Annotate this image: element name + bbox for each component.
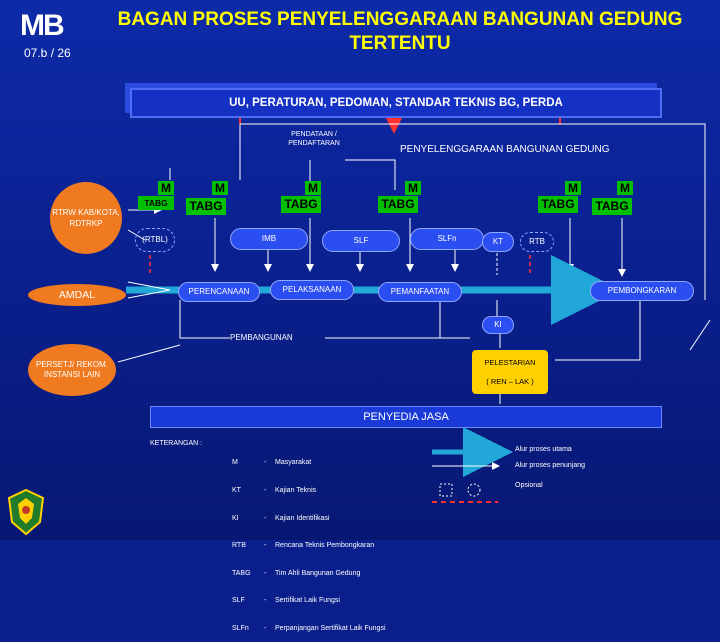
imb-node: IMB [230,228,308,250]
tabg-box: TABG [538,196,578,213]
legend-dash: - [264,597,267,605]
legend-support-flow: Alur proses penunjang [515,462,586,469]
penyedia-jasa-bar: PENYEDIA JASA [150,406,662,428]
pelestarian-box: PELESTARIAN ( REN – LAK ) [472,350,548,394]
legend-dash: - [264,569,267,577]
m-box: M [158,181,174,195]
m-box: M [305,181,321,195]
legend-abbr: KI [232,514,239,522]
legend-meaning: Perpanjangan Sertifikat Laik Fungsi [275,625,386,633]
legend-meaning: Kajian Teknis [275,487,317,495]
rtrw-circle: RTRW KAB/KOTA, RDTRKP [50,182,122,254]
ki-node: KI [482,316,514,334]
pelaksanaan-node: PELAKSANAAN [270,280,354,300]
legend-meanings: Masyarakat Kajian Teknis Kajian Identifi… [275,440,386,642]
tabg-box: TABG [186,198,226,215]
legend-abbr: KT [232,487,241,495]
slide-number: 07.b / 26 [24,46,71,60]
pemanfaatan-node: PEMANFAATAN [378,282,462,302]
tabg-box: TABG [592,198,632,215]
tabg-box: TABG [281,196,321,213]
pembangunan-label: PEMBANGUNAN [230,333,293,342]
legend-abbreviations: M KT KI RTB TABG SLF SLFn [232,440,251,642]
tabg-box: TABG [138,196,174,210]
legend-abbr: TABG [232,569,251,577]
legend-meaning: Masyarakat [275,459,312,467]
m-box: M [405,181,421,195]
persetj-label: PERSETJ/ REKOM. INSTANSI LAIN [35,359,108,380]
legend-abbr: M [232,459,238,467]
rtb-node: RTB [520,232,554,252]
legend-main-flow: Alur proses utama [515,446,572,453]
legend-dash: - [264,514,267,522]
pendataan-label: PENDATAAN / PENDAFTARAN [288,131,340,147]
legend-heading: KETERANGAN : [150,440,203,447]
legend-abbr: SLFn [232,625,249,633]
legend-abbr: RTB [232,542,246,550]
tabg-box: TABG [378,196,418,213]
perencanaan-node: PERENCANAAN [178,282,260,302]
legend-dash: - [264,542,267,550]
legend-meaning: Rencana Teknis Pembongkaran [275,542,375,550]
legend-dash: - [264,459,267,467]
page-title: BAGAN PROSES PENYELENGGARAAN BANGUNAN GE… [117,9,683,54]
rtrw-label: RTRW KAB/KOTA, RDTRKP [52,208,120,228]
pembongkaran-node: PEMBONGKARAN [590,281,694,301]
legend-dash: - [264,487,267,495]
law-box: UU, PERATURAN, PEDOMAN, STANDAR TEKNIS B… [130,88,662,118]
m-box: M [617,181,633,195]
slfn-node: SLFn [410,228,484,250]
amdal-node: AMDAL [28,284,126,306]
m-box: M [212,181,228,195]
legend-meaning: Sertifikat Laik Fungsi [275,597,340,605]
ren-lak-label: ( REN – LAK ) [486,377,534,386]
emblem-icon [7,488,45,536]
legend-dash: - [264,625,267,633]
m-box: M [565,181,581,195]
legend-abbr: SLF [232,597,245,605]
kt-node: KT [482,232,514,252]
legend-meaning: Kajian Identifikasi [275,514,330,522]
legend-meaning: Tim Ahli Bangunan Gedung [275,569,361,577]
slf-node: SLF [322,230,400,252]
penyelenggaraan-label: PENYELENGGARAAN BANGUNAN GEDUNG [400,144,610,155]
legend-optional: Opsional [515,482,543,489]
logo: MB [20,9,65,42]
persetj-node: PERSETJ/ REKOM. INSTANSI LAIN [28,344,116,396]
pelestarian-label: PELESTARIAN [484,358,536,367]
rtbl-node: (RTBL) [135,228,175,252]
legend-dashes: - - - - - - - [264,440,268,642]
